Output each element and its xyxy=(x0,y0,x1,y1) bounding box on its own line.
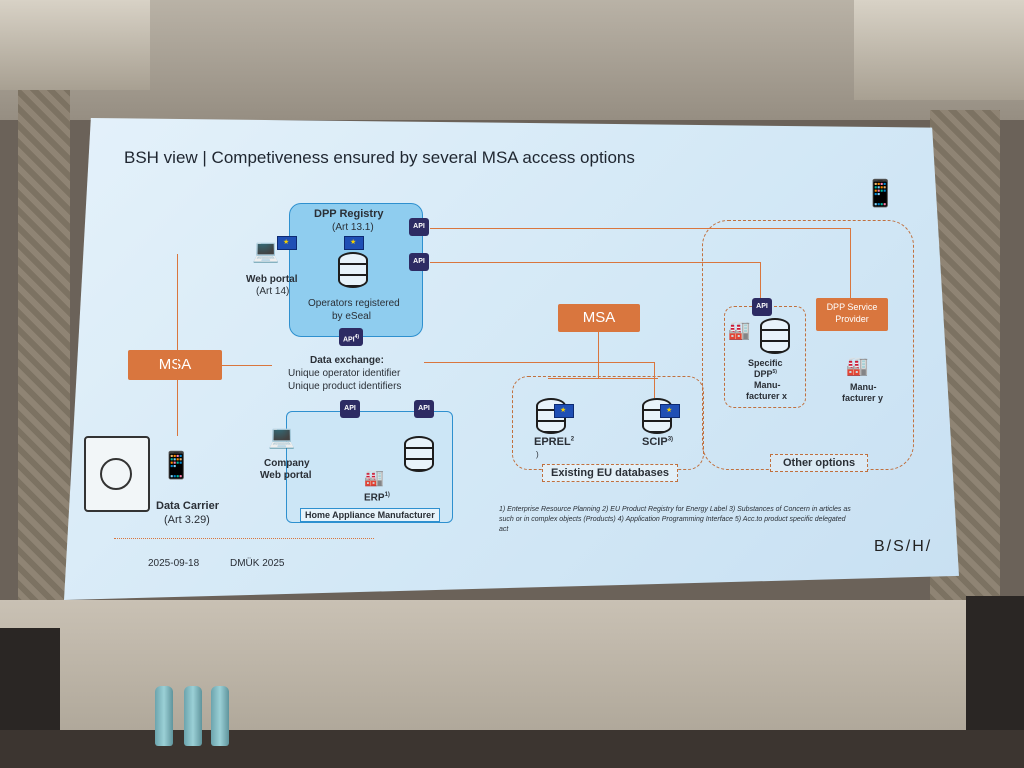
web-portal-label: Web portal xyxy=(246,274,298,285)
erp-label: ERP1) xyxy=(364,492,390,504)
msa-box-left: MSA xyxy=(128,350,222,380)
ceiling xyxy=(0,0,1024,120)
api-badge: API xyxy=(409,253,429,271)
company-portal-label: Company xyxy=(264,458,310,469)
laptop-icon: 💻 xyxy=(268,424,296,449)
slide-title: BSH view | Competiveness ensured by seve… xyxy=(124,148,635,167)
api-badge: API xyxy=(752,298,772,316)
api-badge: API4) xyxy=(339,328,363,346)
scip-label: SCIP3) xyxy=(642,436,674,448)
product-identifiers: Unique product identifiers xyxy=(288,381,402,392)
speaker-right xyxy=(966,596,1024,736)
connector xyxy=(430,228,850,229)
washing-machine-icon xyxy=(84,436,150,512)
connector xyxy=(430,262,760,263)
factory-icon: 🏭 xyxy=(364,470,384,487)
msa-box-middle: MSA xyxy=(558,304,640,332)
bsh-logo: B/S/H/ xyxy=(874,538,933,555)
specific-dpp-label: Specific xyxy=(748,358,783,368)
footnote: such or in complex objects (Products) 4)… xyxy=(499,516,846,523)
web-portal-art: (Art 14) xyxy=(256,286,290,297)
home-appliance-label: Home Appliance Manufacturer xyxy=(300,508,440,522)
footnote: 1) Enterprise Resource Planning 2) EU Pr… xyxy=(499,506,851,513)
eprel-tail: ) xyxy=(536,450,539,459)
eprel-label: EPREL2 xyxy=(534,436,575,448)
connector xyxy=(760,262,761,298)
projected-slide: BSH view | Competiveness ensured by seve… xyxy=(64,118,959,600)
registry-note: by eSeal xyxy=(332,311,371,322)
registry-note: Operators registered xyxy=(308,298,400,309)
data-carrier-label: Data Carrier xyxy=(156,500,219,512)
operator-identifier: Unique operator identifier xyxy=(288,368,401,379)
database-icon xyxy=(338,252,368,288)
api-badge: API xyxy=(414,400,434,418)
eu-flag-icon xyxy=(344,236,364,250)
registry-title: DPP Registry xyxy=(314,208,384,220)
eu-flag-icon xyxy=(554,404,574,418)
existing-eu-databases-label: Existing EU databases xyxy=(542,464,678,482)
washing-machine-door xyxy=(100,458,132,490)
connector xyxy=(424,362,654,363)
eu-flag-icon xyxy=(660,404,680,418)
other-options-label: Other options xyxy=(770,454,869,472)
specific-dpp-label: Manu- xyxy=(754,380,781,390)
specific-dpp-label: facturer x xyxy=(746,391,788,401)
connector xyxy=(850,228,851,298)
specific-dpp-label: DPP5) xyxy=(754,369,777,379)
connector xyxy=(548,378,658,379)
manufacturer-y-label: Manu- xyxy=(850,382,877,392)
api-badge: API xyxy=(409,218,429,236)
dotted-connector xyxy=(114,538,374,539)
water-bottle xyxy=(155,686,173,746)
connector xyxy=(654,362,655,398)
footnote: act xyxy=(499,526,509,533)
connector xyxy=(598,332,599,378)
company-portal-label: Web portal xyxy=(260,470,312,481)
water-bottle xyxy=(184,686,202,746)
database-icon xyxy=(760,318,790,354)
table xyxy=(0,730,1024,768)
database-icon xyxy=(404,436,434,472)
moulding-left xyxy=(0,0,150,90)
api-badge: API xyxy=(340,400,360,418)
slide-date: 2025-09-18 xyxy=(148,558,200,569)
data-carrier-art: (Art 3.29) xyxy=(164,514,210,526)
connector xyxy=(222,365,272,366)
connector xyxy=(177,254,178,436)
water-bottle xyxy=(211,686,229,746)
data-exchange-label: Data exchange: xyxy=(310,355,384,366)
moulding-right xyxy=(854,0,1024,100)
slide-event: DMÜK 2025 xyxy=(230,558,285,569)
factory-icon: 🏭 xyxy=(728,320,751,340)
factory-icon: 🏭 xyxy=(846,356,869,376)
qr-phone-icon: 📱 xyxy=(160,450,193,480)
manufacturer-y-label: facturer y xyxy=(842,393,884,403)
qr-phone-icon: 📱 xyxy=(864,178,897,208)
laptop-icon: 💻 xyxy=(252,238,280,263)
registry-art: (Art 13.1) xyxy=(332,222,374,233)
eu-flag-icon xyxy=(277,236,297,250)
pillar-left xyxy=(18,90,70,630)
